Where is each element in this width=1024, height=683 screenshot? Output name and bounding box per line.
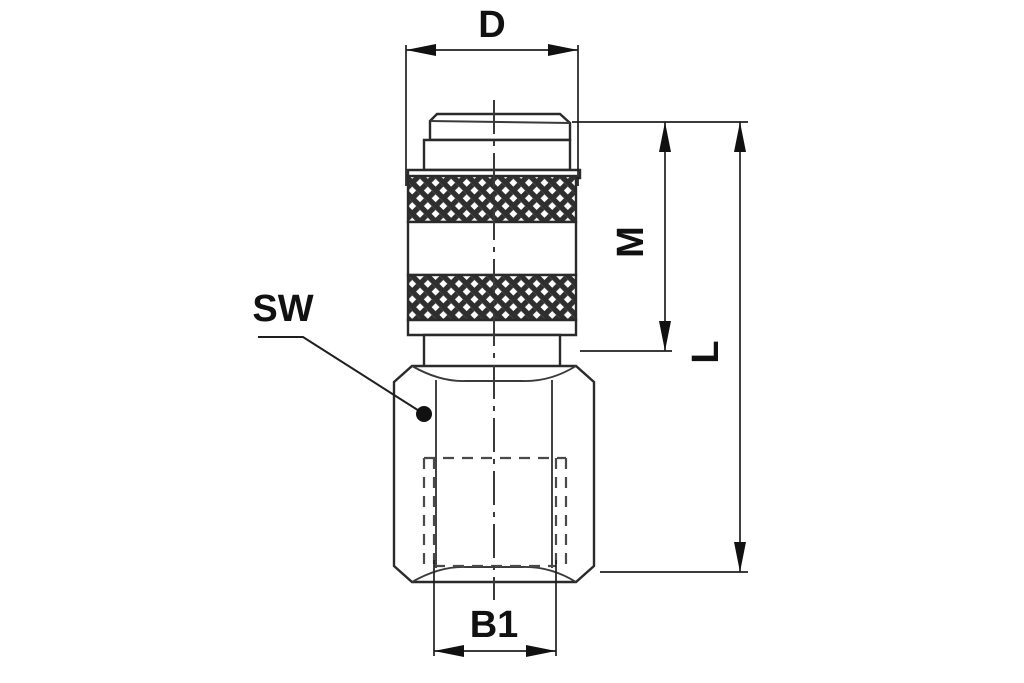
knurled-band-lower — [406, 273, 578, 322]
callout-SW: SW — [252, 288, 432, 422]
neck-shoulder — [422, 333, 562, 370]
dimension-L: L — [600, 121, 748, 573]
dimension-label-D: D — [478, 4, 505, 46]
dimension-label-M: M — [610, 226, 652, 258]
leader-dot — [416, 406, 432, 422]
dimension-D: D — [405, 4, 579, 186]
top-cap-chamfered — [428, 112, 572, 142]
coupling-body — [392, 100, 596, 600]
dimension-B1: B1 — [433, 560, 557, 657]
sleeve-flange-bottom — [406, 318, 578, 337]
callout-label-SW: SW — [252, 288, 313, 330]
dimension-M: M — [572, 121, 672, 352]
dimension-label-B1: B1 — [470, 604, 519, 646]
upper-sleeve-collar — [422, 138, 572, 172]
dimension-label-L: L — [685, 340, 727, 363]
smooth-band-middle — [406, 220, 578, 277]
knurled-band-upper — [406, 174, 578, 224]
